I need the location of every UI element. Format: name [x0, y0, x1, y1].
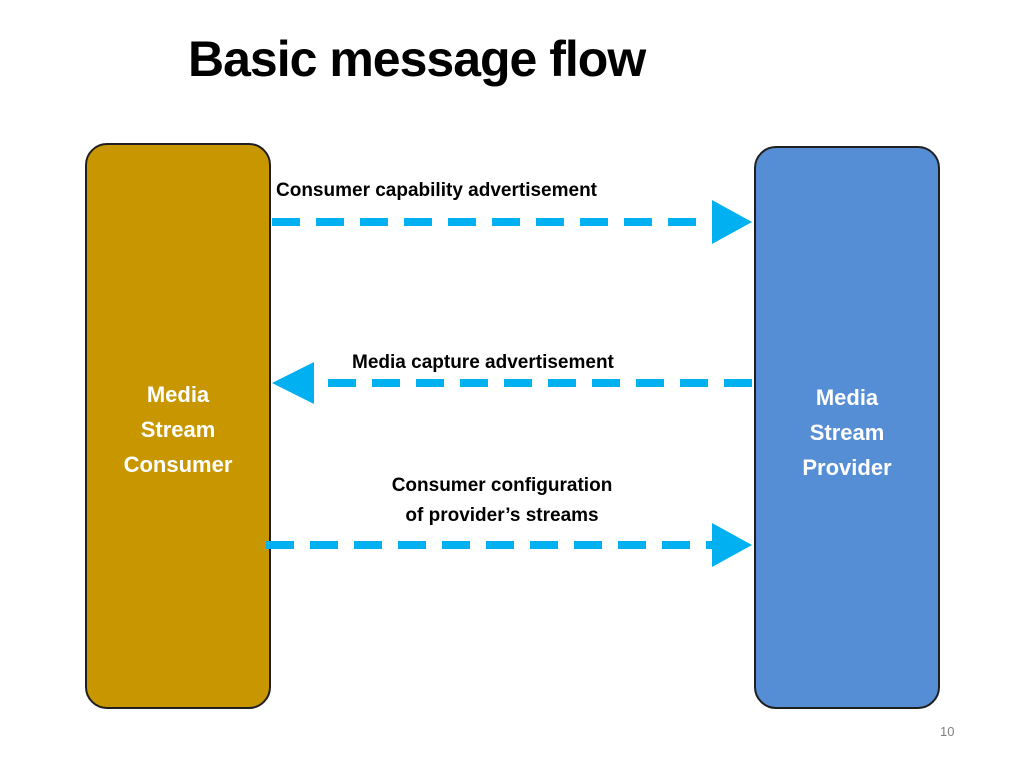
provider-label-line: Stream — [809, 420, 885, 445]
message-label-capture: Media capture advertisement — [352, 348, 614, 378]
message-label-line: of provider’s streams — [405, 505, 599, 526]
message-label-line: Consumer capability advertisement — [276, 180, 597, 201]
arrow-capture-advertisement — [272, 362, 752, 404]
page-number: 10 — [940, 724, 955, 739]
consumer-label-line: Stream — [140, 417, 216, 442]
message-label-capability: Consumer capability advertisement — [276, 176, 597, 206]
media-stream-consumer-box: Media Stream Consumer — [85, 143, 271, 709]
arrow-consumer-configuration — [266, 523, 752, 567]
provider-label: Media Stream Provider — [756, 380, 938, 485]
message-label-line: Media capture advertisement — [352, 352, 614, 373]
consumer-label: Media Stream Consumer — [87, 377, 269, 482]
message-label-configuration: Consumer configuration of provider’s str… — [372, 471, 632, 531]
media-stream-provider-box: Media Stream Provider — [754, 146, 940, 709]
message-label-line: Consumer configuration — [391, 475, 613, 496]
provider-label-line: Media — [815, 385, 879, 410]
consumer-label-line: Media — [146, 382, 210, 407]
slide-title: Basic message flow — [188, 31, 646, 87]
consumer-label-line: Consumer — [123, 452, 233, 477]
arrow-capability-advertisement — [272, 200, 752, 244]
provider-label-line: Provider — [802, 455, 892, 480]
